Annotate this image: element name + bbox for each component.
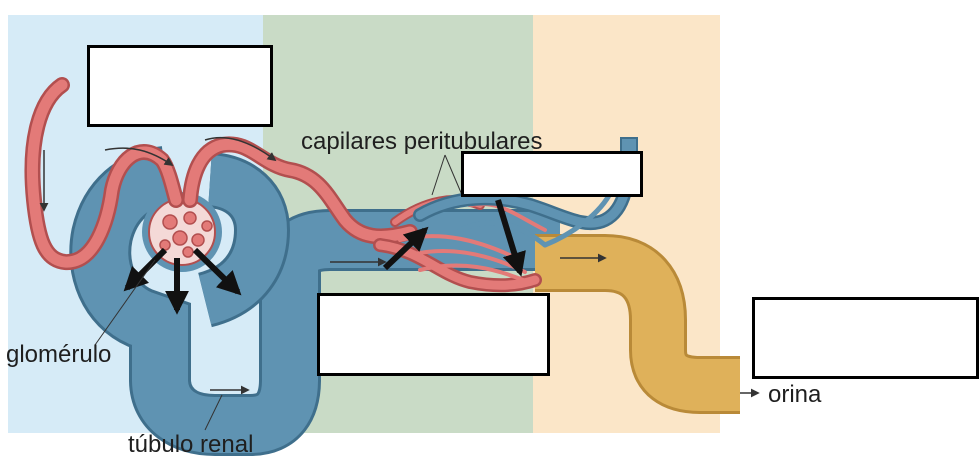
- urine-label: orina: [768, 383, 821, 407]
- answer-box-1[interactable]: [87, 45, 273, 127]
- renal-tubule-label: túbulo renal: [128, 433, 253, 457]
- answer-box-3[interactable]: [317, 293, 550, 376]
- answer-box-4[interactable]: [752, 297, 979, 379]
- glomerulus-label: glomérulo: [6, 343, 111, 367]
- answer-box-2[interactable]: [461, 151, 643, 197]
